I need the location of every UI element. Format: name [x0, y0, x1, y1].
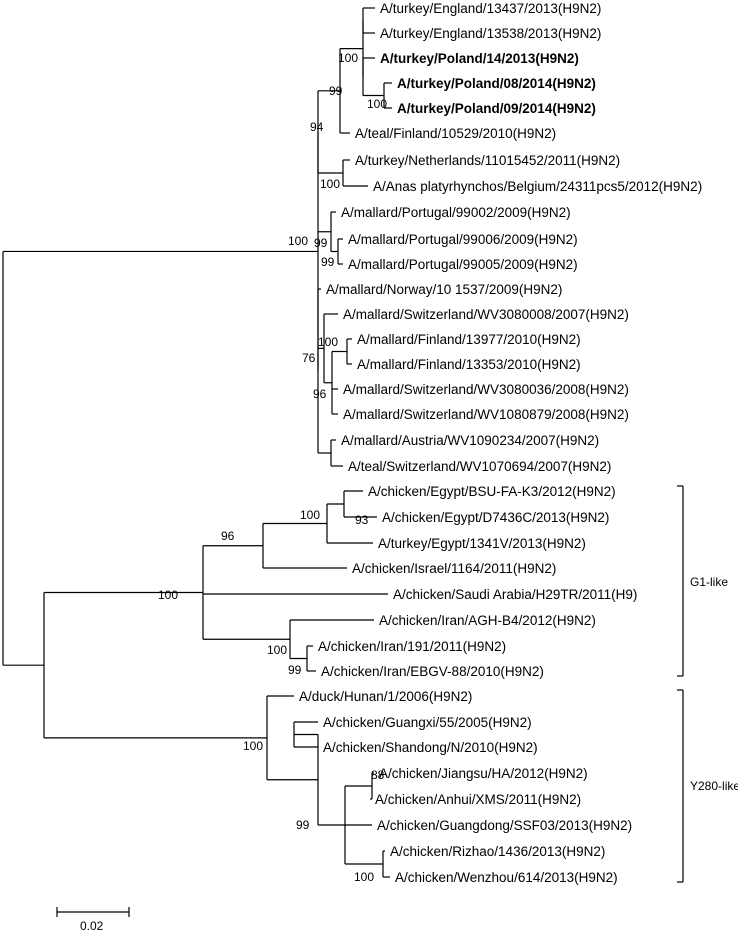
leaf-label: A/mallard/Portugal/99005/2009(H9N2): [348, 257, 578, 272]
leaf-label: A/Anas platyrhynchos/Belgium/24311pcs5/2…: [373, 179, 702, 194]
leaf-label: A/mallard/Portugal/99002/2009(H9N2): [341, 205, 571, 220]
leaf-label: A/mallard/Portugal/99006/2009(H9N2): [348, 232, 578, 247]
bootstrap-value: 76: [302, 351, 316, 365]
leaf-labels: A/turkey/England/13437/2013(H9N2) A/turke…: [299, 1, 702, 885]
leaf-label: A/chicken/Anhui/XMS/2011(H9N2): [375, 792, 581, 807]
leaf-label: A/mallard/Austria/WV1090234/2007(H9N2): [341, 433, 599, 448]
leaf-label: A/teal/Switzerland/WV1070694/2007(H9N2): [348, 459, 611, 474]
scale-bar: 0.02: [56, 907, 130, 932]
leaf-label: A/chicken/Guangdong/SSF03/2013(H9N2): [377, 818, 632, 833]
leaf-label: A/turkey/England/13538/2013(H9N2): [380, 26, 601, 41]
bootstrap-value: 99: [288, 663, 302, 677]
bootstrap-value: 100: [354, 870, 374, 884]
leaf-label: A/turkey/England/13437/2013(H9N2): [380, 1, 601, 16]
scale-bar-label: 0.02: [80, 919, 104, 932]
tree-branches: [2, 7, 392, 878]
bootstrap-value: 96: [221, 529, 235, 543]
clade-label: G1-like: [690, 575, 728, 589]
leaf-label: A/chicken/Shandong/N/2010(H9N2): [323, 740, 538, 755]
bootstrap-value: 88: [371, 768, 385, 782]
leaf-label: A/duck/Hunan/1/2006(H9N2): [299, 689, 472, 704]
bootstrap-value: 100: [267, 643, 287, 657]
bootstrap-value: 99: [329, 84, 343, 98]
bootstrap-value: 100: [300, 508, 320, 522]
leaf-label: A/chicken/Israel/1164/2011(H9N2): [352, 561, 556, 576]
leaf-label: A/turkey/Egypt/1341V/2013(H9N2): [378, 536, 586, 551]
leaf-label: A/mallard/Switzerland/WV3080036/2008(H9N…: [343, 382, 629, 397]
leaf-label: A/mallard/Switzerland/WV3080008/2007(H9N…: [343, 307, 629, 322]
leaf-label: A/turkey/Poland/09/2014(H9N2): [397, 101, 596, 116]
bootstrap-value: 96: [313, 387, 327, 401]
leaf-label: A/chicken/Iran/191/2011(H9N2): [318, 639, 506, 654]
leaf-label: A/chicken/Iran/AGH-B4/2012(H9N2): [379, 613, 596, 628]
leaf-label: A/teal/Finland/10529/2010(H9N2): [355, 126, 556, 141]
leaf-label: A/chicken/Egypt/D7436C/2013(H9N2): [382, 510, 609, 525]
bootstrap-value: 94: [310, 120, 324, 134]
leaf-label: A/chicken/Guangxi/55/2005(H9N2): [323, 715, 532, 730]
leaf-label: A/mallard/Norway/10 1537/2009(H9N2): [326, 282, 562, 297]
leaf-label: A/chicken/Jiangsu/HA/2012(H9N2): [379, 766, 588, 781]
bootstrap-value: 99: [314, 236, 328, 250]
clade-label: Y280-like: [690, 779, 738, 793]
bootstrap-value: 100: [288, 234, 308, 248]
leaf-label: A/turkey/Netherlands/11015452/2011(H9N2): [355, 153, 620, 168]
leaf-label: A/mallard/Switzerland/WV1080879/2008(H9N…: [343, 407, 629, 422]
bootstrap-value: 99: [296, 818, 310, 832]
leaf-label: A/turkey/Poland/08/2014(H9N2): [397, 76, 596, 91]
leaf-label: A/chicken/Wenzhou/614/2013(H9N2): [395, 870, 618, 885]
bootstrap-value: 100: [243, 739, 263, 753]
bootstrap-value: 100: [338, 51, 358, 65]
bootstrap-value: 100: [320, 177, 340, 191]
bootstrap-value: 99: [321, 255, 335, 269]
leaf-label: A/chicken/Saudi Arabia/H29TR/2011(H9): [393, 587, 637, 602]
bootstrap-value: 100: [318, 335, 338, 349]
bootstrap-value: 93: [355, 513, 369, 527]
leaf-label: A/chicken/Rizhao/1436/2013(H9N2): [390, 844, 605, 859]
leaf-label: A/turkey/Poland/14/2013(H9N2): [380, 51, 579, 66]
leaf-label: A/mallard/Finland/13353/2010(H9N2): [357, 357, 581, 372]
leaf-label: A/chicken/Egypt/BSU-FA-K3/2012(H9N2): [368, 484, 616, 499]
leaf-label: A/chicken/Iran/EBGV-88/2010(H9N2): [321, 664, 544, 679]
bootstrap-value: 100: [367, 97, 387, 111]
bootstrap-value: 100: [158, 588, 178, 602]
leaf-label: A/mallard/Finland/13977/2010(H9N2): [357, 332, 581, 347]
